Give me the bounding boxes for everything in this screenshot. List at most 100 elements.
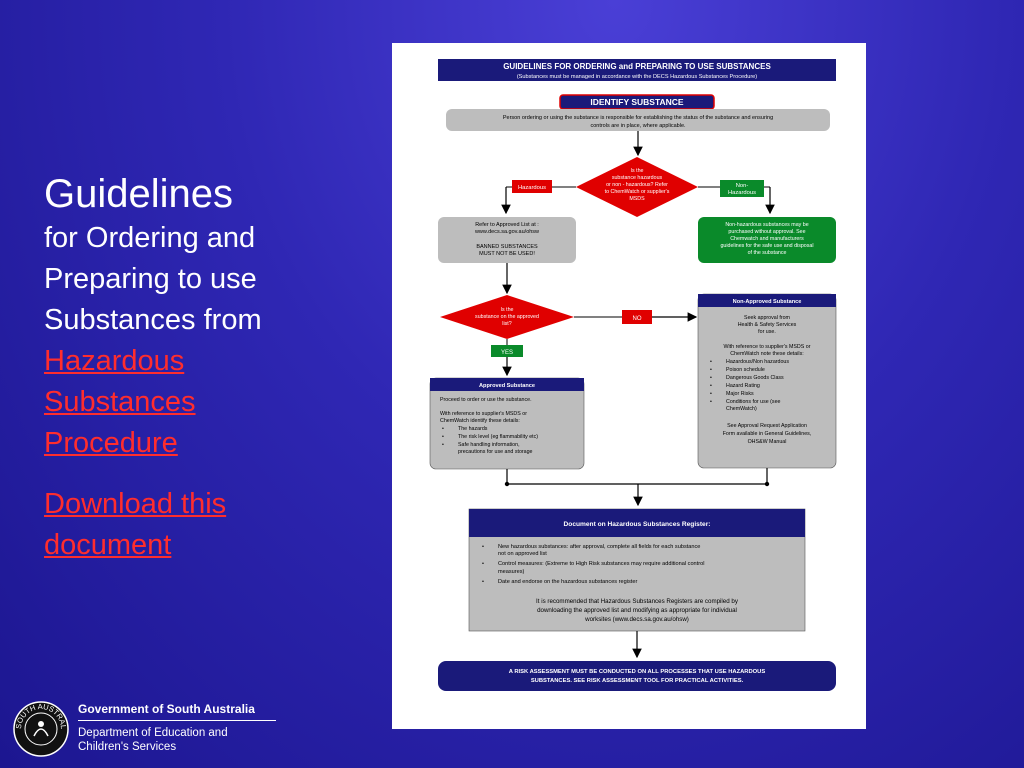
svg-text:•: • [710, 391, 712, 397]
slide-title-block: Guidelines for Ordering and Preparing to… [44, 170, 364, 566]
non-haz-text-1: Non-hazardous substances may be [725, 222, 808, 228]
non-hazardous-tag [720, 180, 764, 197]
svg-text:•: • [482, 544, 484, 550]
register-note-3: worksites (www.decs.sa.gov.au/ohsw) [584, 616, 689, 623]
download-link-line-1[interactable]: Download this [44, 488, 227, 520]
diamond2-line-2: substance on the approved [475, 314, 539, 320]
ap-bullet-3: Safe handling information, [458, 442, 520, 448]
diamond1-line-5: MSDS [629, 196, 645, 202]
svg-text:•: • [482, 561, 484, 567]
non-haz-text-2: purchased without approval. See [728, 229, 805, 235]
person-text-2: controls are in place, where applicable. [590, 123, 686, 129]
svg-text:•: • [710, 367, 712, 373]
na-bullet-2: Poison schedule [726, 367, 765, 373]
risk-text-2: SUBSTANCES. SEE RISK ASSESSMENT TOOL FOR… [531, 678, 744, 684]
non-approved-line-2: Health & Safety Services [738, 322, 797, 328]
procedure-link-line-3[interactable]: Procedure [44, 427, 178, 459]
svg-text:•: • [710, 375, 712, 381]
header-subtitle: (Substances must be managed in accordanc… [517, 74, 757, 80]
non-hazardous-label-2: Hazardous [728, 190, 756, 196]
risk-assessment-banner [438, 661, 836, 691]
svg-text:•: • [710, 399, 712, 405]
register-title: Document on Hazardous Substances Registe… [564, 521, 711, 528]
na-bullet-6: Conditions for use (see [726, 399, 781, 405]
hazardous-tag [512, 180, 552, 193]
non-haz-text-4: guidelines for the safe use and disposal [720, 243, 813, 249]
approved-list-box [438, 217, 576, 263]
na-footer-2: Form available in General Guidelines, [723, 431, 812, 437]
procedure-link-line-1[interactable]: Hazardous [44, 345, 185, 377]
approved-list-url: www.decs.sa.gov.au/ohsw [474, 229, 539, 235]
diamond2-line-3: list? [502, 321, 511, 327]
approved-line-4: ChemWatch identify these details: [440, 418, 520, 424]
diamond1-line-1: Is the [631, 168, 644, 174]
na-footer-1: See Approval Request Application [727, 423, 807, 429]
subtitle-line-2: Preparing to use [44, 263, 257, 295]
approved-line-1: Proceed to order or use the substance. [440, 397, 532, 403]
department-line-2: Children's Services [78, 741, 177, 753]
yes-label: YES [501, 350, 513, 356]
header-banner [438, 59, 836, 81]
na-bullet-4: Hazard Rating [726, 383, 760, 389]
non-haz-text-5: of the substance [748, 250, 787, 256]
procedure-link-line-2[interactable]: Substances [44, 386, 196, 418]
reg-bullet-1-cont: not on approved list [498, 551, 547, 557]
approved-decision-diamond [440, 295, 574, 339]
svg-text:•: • [442, 434, 444, 440]
na-bullet-1: Hazardous/Non hazardous [726, 359, 789, 365]
state-seal-icon: SOUTH AUSTRALIA [12, 700, 69, 757]
na-bullet-6-cont: ChemWatch) [726, 406, 757, 412]
download-link-line-2[interactable]: document [44, 529, 172, 561]
hazardous-label: Hazardous [518, 185, 546, 191]
department-name: Department of Education and Children's S… [78, 726, 278, 754]
na-bullet-3: Dangerous Goods Class [726, 375, 784, 381]
banned-line-1: BANNED SUBSTANCES [476, 244, 538, 250]
department-line-1: Department of Education and [78, 727, 228, 739]
na-footer-3: OHS&W Manual [748, 439, 787, 445]
no-label: NO [633, 316, 642, 322]
non-hazardous-label-1: Non- [736, 183, 749, 189]
identify-label: IDENTIFY SUBSTANCE [590, 97, 684, 107]
non-approved-line-6: ChemWatch note these details: [730, 351, 803, 357]
svg-text:•: • [442, 426, 444, 432]
non-haz-text-3: Chemwatch and manufacturers [730, 236, 804, 242]
diamond1-line-4: to ChemWatch or supplier's [605, 189, 670, 195]
approved-list-line-1: Refer to Approved List at : [475, 222, 539, 228]
slide-title: Guidelines [44, 172, 234, 216]
reg-bullet-2-cont: measures) [498, 569, 525, 575]
non-approved-line-3: for use. [758, 329, 776, 335]
approved-header [430, 378, 584, 391]
person-text-1: Person ordering or using the substance i… [503, 115, 773, 121]
reg-bullet-1: New hazardous substances: after approval… [498, 544, 700, 550]
risk-text-1: A RISK ASSESSMENT MUST BE CONDUCTED ON A… [509, 669, 766, 675]
svg-text:•: • [710, 383, 712, 389]
diamond1-line-3: or non - hazardous? Refer [606, 182, 668, 188]
register-note-2: downloading the approved list and modify… [537, 607, 737, 614]
person-box [446, 109, 830, 131]
register-note-1: It is recommended that Hazardous Substan… [536, 598, 739, 605]
diamond2-line-1: Is the [501, 307, 514, 313]
ap-bullet-1: The hazards [458, 426, 488, 432]
non-approved-line-5: With reference to supplier's MSDS or [724, 344, 811, 350]
approved-title: Approved Substance [479, 383, 535, 389]
yes-tag [491, 345, 523, 357]
flowchart-document: GUIDELINES FOR ORDERING and PREPARING TO… [392, 43, 866, 729]
ap-bullet-3-cont: precautions for use and storage [458, 449, 533, 455]
no-tag [622, 310, 652, 324]
svg-text:•: • [482, 579, 484, 585]
banned-line-2: MUST NOT BE USED! [479, 251, 535, 257]
government-name: Government of South Australia [78, 702, 255, 716]
reg-bullet-3: Date and endorse on the hazardous substa… [498, 579, 637, 585]
non-approved-header [698, 294, 836, 307]
non-hazardous-box [698, 217, 836, 263]
svg-text:•: • [710, 359, 712, 365]
approved-line-3: With reference to supplier's MSDS or [440, 411, 527, 417]
header-title: GUIDELINES FOR ORDERING and PREPARING TO… [503, 62, 771, 71]
diamond1-line-2: substance hazardous [612, 175, 663, 181]
subtitle-line-1: for Ordering and [44, 222, 256, 254]
non-approved-title: Non-Approved Substance [733, 299, 802, 305]
reg-bullet-2: Control measures: (Extreme to High Risk … [498, 561, 704, 567]
register-header [469, 509, 805, 537]
svg-text:•: • [442, 442, 444, 448]
government-logo: SOUTH AUSTRALIA Government of South Aust… [12, 700, 280, 760]
